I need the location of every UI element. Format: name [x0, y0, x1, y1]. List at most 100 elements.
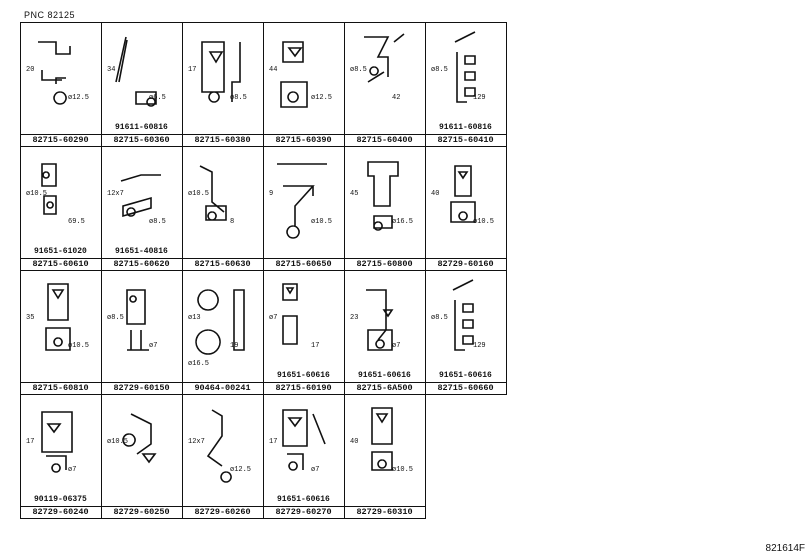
part-number: 82729-60310 — [356, 507, 413, 517]
diagram-reference: 821614F — [765, 543, 805, 554]
part-cell: ø10.5 8 82715-60630 — [182, 146, 263, 270]
part-number: 82715-60620 — [113, 259, 170, 269]
dimension-label: 35 — [26, 314, 35, 322]
dimension-label: ø16.5 — [188, 360, 210, 368]
part-outline — [282, 283, 298, 345]
dimension-label: ø12.5 — [68, 94, 90, 102]
sub-part-number: 91611-60816 — [439, 123, 492, 132]
part-drawing — [120, 174, 161, 218]
part-drawing — [199, 165, 227, 221]
dimension-label: 34 — [107, 66, 116, 74]
part-outline — [367, 161, 399, 231]
dimension-label: ø12.5 — [230, 466, 252, 474]
sub-part-number: 91611-60816 — [115, 123, 168, 132]
part-drawing — [454, 31, 476, 103]
part-cell: ø8.5 129 91651-60616 82715-60660 — [425, 270, 506, 394]
dimension-label: ø8.5 — [350, 66, 367, 74]
part-outline — [454, 31, 476, 103]
grid-line — [425, 146, 426, 271]
dimension-label: 23 — [350, 314, 359, 322]
part-drawing — [371, 407, 393, 471]
part-drawing — [115, 36, 157, 107]
grid-line — [344, 270, 345, 395]
grid-line — [344, 22, 345, 147]
part-drawing — [364, 33, 405, 83]
part-drawing — [41, 163, 57, 215]
grid-line — [506, 146, 507, 271]
part-number: 82715-60800 — [356, 259, 413, 269]
part-number: 82729-60160 — [437, 259, 494, 269]
grid-line — [182, 394, 183, 519]
grid-line — [20, 518, 426, 519]
part-number: 82715-60660 — [437, 383, 494, 393]
dimension-label: 129 — [473, 342, 486, 350]
dimension-label: 129 — [473, 94, 486, 102]
grid-line — [263, 22, 264, 147]
part-outline — [277, 163, 327, 239]
sub-part-number: 90119-06375 — [34, 495, 87, 504]
dimension-label: ø10.5 — [311, 218, 333, 226]
sub-part-number: 91651-60616 — [277, 495, 330, 504]
dimension-label: 12x7 — [188, 438, 205, 446]
part-drawing — [41, 411, 73, 473]
dimension-label: ø7 — [269, 314, 278, 322]
part-outline — [122, 413, 157, 464]
grid-line — [182, 22, 183, 147]
grid-line — [263, 270, 264, 395]
part-drawing — [195, 289, 245, 355]
dimension-label: ø10.5 — [68, 342, 90, 350]
part-number: 82715-60190 — [275, 383, 332, 393]
part-drawing — [450, 165, 476, 223]
part-outline — [201, 41, 241, 103]
dimension-label: 9 — [269, 190, 274, 198]
grid-line — [182, 270, 183, 395]
sub-part-number: 91651-40816 — [115, 247, 168, 256]
part-drawing — [122, 413, 157, 464]
dimension-label: 44 — [269, 66, 278, 74]
grid-line — [506, 22, 507, 147]
dimension-label: 20 — [26, 66, 35, 74]
dimension-label: ø8.5 — [431, 314, 448, 322]
dimension-label: ø8.5 — [149, 218, 166, 226]
grid-line — [20, 134, 507, 135]
part-outline — [115, 36, 157, 107]
dimension-label: ø10.5 — [188, 190, 210, 198]
part-number: 90464-00241 — [194, 383, 251, 393]
dimension-label: ø6.5 — [149, 94, 166, 102]
grid-line — [101, 22, 102, 147]
dimension-label: ø8.5 — [230, 94, 247, 102]
part-number: 82729-60260 — [194, 507, 251, 517]
part-number: 82729-60270 — [275, 507, 332, 517]
part-outline — [45, 283, 71, 351]
sub-part-number: 91651-60616 — [277, 371, 330, 380]
sub-part-number: 91651-60616 — [439, 371, 492, 380]
part-number: 82715-60390 — [275, 135, 332, 145]
grid-line — [263, 394, 264, 519]
grid-line — [20, 506, 426, 507]
part-number: 82715-60630 — [194, 259, 251, 269]
part-number: 82729-60240 — [32, 507, 89, 517]
part-outline — [371, 407, 393, 471]
dimension-label: ø10.5 — [392, 466, 414, 474]
dimension-label: 8 — [230, 218, 235, 226]
grid-line — [101, 146, 102, 271]
dimension-label: ø16.5 — [392, 218, 414, 226]
sub-part-number: 91651-61020 — [34, 247, 87, 256]
dimension-label: 40 — [431, 190, 440, 198]
part-outline — [38, 41, 71, 105]
part-outline — [452, 279, 474, 351]
grid-line — [101, 394, 102, 519]
dimension-label: 17 — [188, 66, 197, 74]
